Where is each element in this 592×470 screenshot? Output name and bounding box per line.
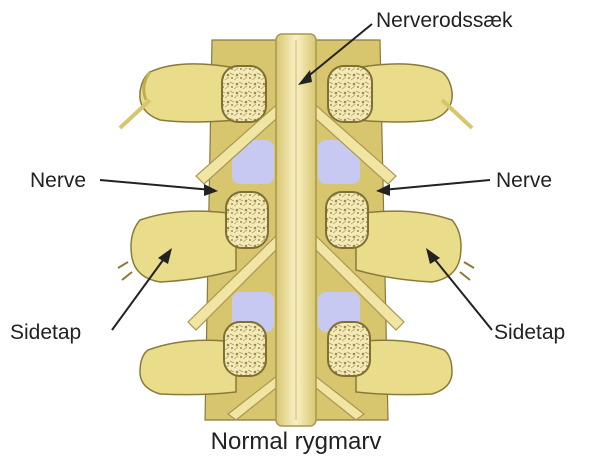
label-process-left: Sidetap: [10, 322, 81, 343]
figure-caption: Normal rygmarv: [0, 428, 592, 456]
spinal-cord: [276, 34, 316, 426]
label-nerve-right: Nerve: [496, 170, 552, 191]
leader-process-right: [432, 256, 492, 330]
leader-nerve-right: [382, 180, 490, 190]
label-nerve-left: Nerve: [30, 170, 86, 191]
label-process-right: Sidetap: [494, 322, 565, 343]
label-nerve-root-sac: Nerverodssæk: [376, 10, 513, 31]
leader-nerve-left: [100, 180, 212, 190]
